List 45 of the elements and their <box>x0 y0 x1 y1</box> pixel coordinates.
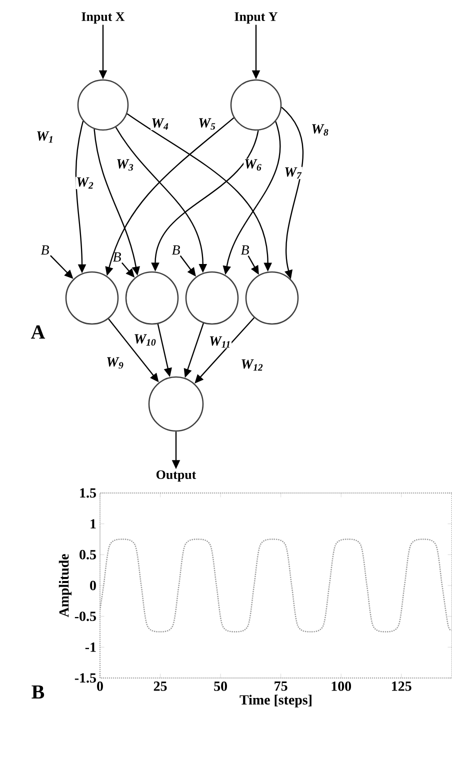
x-tick-label: 0 <box>97 682 103 691</box>
panel-letter: B <box>32 685 44 699</box>
bias-label: B <box>40 245 49 255</box>
neuron-circle <box>230 79 282 131</box>
y-tick-label: -0.5 <box>74 612 96 622</box>
x-axis-title: Time [steps] <box>240 694 312 708</box>
weight-label: W$_{10}$ <box>134 334 156 346</box>
weight-label: W$_{2}$ <box>77 177 94 189</box>
neuron-circle <box>148 376 204 432</box>
weight-label: W$_{5}$ <box>199 118 216 130</box>
y-tick-label: 1.5 <box>80 488 96 498</box>
x-tick-label: 100 <box>332 682 352 691</box>
weight-label: W$_{12}$ <box>242 359 263 371</box>
x-tick-label: 125 <box>392 682 412 691</box>
weight-label: W$_{7}$ <box>285 167 302 179</box>
y-tick-label: 0.5 <box>80 550 96 560</box>
weight-label: W$_{3}$ <box>117 159 134 171</box>
x-tick-label: 25 <box>154 682 167 691</box>
neuron-circle <box>245 271 299 325</box>
neuron-circle <box>125 271 179 325</box>
y-tick-label: -1 <box>85 642 96 652</box>
neuron-circle <box>65 271 119 325</box>
io-label: Output <box>156 470 196 482</box>
neuron-circle <box>77 79 129 131</box>
line-series <box>100 538 452 632</box>
arrow <box>194 317 255 384</box>
y-tick-label: 1 <box>90 519 96 528</box>
y-tick-label: 0 <box>90 580 96 590</box>
bias-label: B <box>240 245 249 255</box>
x-tick-label: 50 <box>214 682 227 691</box>
weight-label: W$_{4}$ <box>152 118 168 130</box>
y-tick-label: -1.5 <box>74 673 96 683</box>
weight-label: W$_{8}$ <box>312 124 328 136</box>
bias-label: B <box>112 252 121 262</box>
weight-label: W$_{1}$ <box>37 131 52 143</box>
y-axis-title: Amplitude <box>58 554 72 618</box>
panel-letter: A <box>31 325 46 339</box>
weight-label: W$_{11}$ <box>210 336 230 348</box>
io-label: Input X <box>82 12 125 24</box>
weight-label: W$_{6}$ <box>245 159 262 171</box>
io-label: Input Y <box>234 12 278 24</box>
x-tick-label: 75 <box>274 682 288 691</box>
neuron-circle <box>185 271 239 325</box>
bias-label: B <box>172 245 180 255</box>
weight-label: W$_{9}$ <box>107 357 124 369</box>
